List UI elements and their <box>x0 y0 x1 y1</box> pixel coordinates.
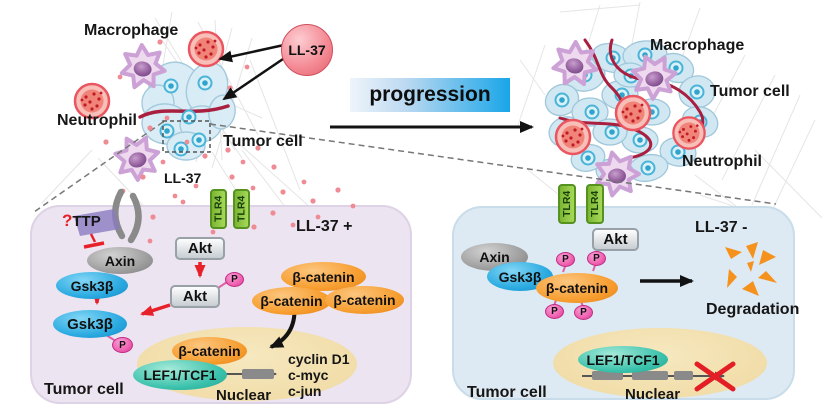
tumor-cluster-right <box>544 36 719 198</box>
neutrophil-label-left: Neutrophil <box>57 112 137 129</box>
axin-protein: Axin <box>87 247 153 274</box>
macrophage-label-left: Macrophage <box>84 22 179 39</box>
macrophage-cell <box>117 40 171 94</box>
ll37-ball-label: LL-37 <box>288 42 326 58</box>
degradation-label: Degradation <box>706 301 800 318</box>
phosphate-badge: P <box>574 305 593 320</box>
blood-vessel <box>138 104 230 119</box>
tlr4-label: TLR4 <box>235 195 248 223</box>
akt-protein: Akt <box>592 228 639 251</box>
tumor-cell-label-left: Tumor cell <box>223 133 303 150</box>
tumor-cell-panel-label-left: Tumor cell <box>44 381 124 398</box>
tlr4-receptor: TLR4 <box>558 184 576 224</box>
phosphate-badge: P <box>545 304 564 319</box>
tlr4-label: TLR4 <box>561 190 573 218</box>
macrophage-cell <box>110 129 166 186</box>
progression-banner: progression <box>350 78 510 112</box>
akt-protein-phospho: Akt <box>170 285 220 308</box>
zoom-dashed-box <box>162 120 211 153</box>
macrophage-cell <box>548 36 604 93</box>
gsk3b-protein: Gsk3β <box>487 262 553 291</box>
question-mark: ? <box>62 211 73 230</box>
nuclear-label-left: Nuclear <box>216 387 272 404</box>
neutrophil-cell <box>554 118 592 156</box>
ll37-secreted-label: LL-37 <box>164 170 202 186</box>
ll37-target-arrows <box>218 43 287 101</box>
akt-protein: Akt <box>175 237 225 260</box>
lef-tcf-protein: LEF1/TCF1 <box>133 360 227 390</box>
lef-tcf-protein: LEF1/TCF1 <box>578 346 668 373</box>
left-panel-title: LL-37 + <box>296 218 353 235</box>
tumor-cell-panel-label-right: Tumor cell <box>467 384 547 401</box>
blood-vessels <box>558 38 705 160</box>
beta-catenin-protein: β-catenin <box>536 273 618 303</box>
gene-cyclin-d1: cyclin D1 <box>288 351 350 367</box>
phosphate-badge: P <box>587 251 606 266</box>
phosphate-badge: P <box>225 272 244 287</box>
tlr4-receptor: TLR4 <box>586 184 604 224</box>
zoom-dashed-line-left <box>33 121 164 213</box>
gsk3b-protein: Gsk3β <box>56 272 128 299</box>
phosphate-badge: P <box>112 337 133 353</box>
progression-label: progression <box>369 83 491 106</box>
tlr4-receptor: TLR4 <box>233 189 250 229</box>
gene-c-myc: c-myc <box>288 367 329 383</box>
tlr4-label: TLR4 <box>589 190 601 218</box>
phosphate-badge: P <box>556 252 575 267</box>
ttp-label: ?TTP <box>62 211 101 230</box>
right-panel-title: LL-37 - <box>695 219 748 236</box>
tumor-cell-label-right: Tumor cell <box>710 83 790 100</box>
neutrophil-cell <box>614 94 652 132</box>
ll37-ball: LL-37 <box>281 24 333 76</box>
neutrophil-cell <box>672 116 706 150</box>
nuclear-label-right: Nuclear <box>625 386 681 403</box>
macrophage-label-right: Macrophage <box>650 37 745 54</box>
gsk3b-protein-phospho: Gsk3β <box>53 310 127 338</box>
beta-catenin-protein: β-catenin <box>325 286 404 314</box>
gene-c-jun: c-jun <box>288 383 322 399</box>
macrophage-cell <box>628 50 682 104</box>
tlr4-label: TLR4 <box>212 195 225 223</box>
tlr4-receptor: TLR4 <box>210 189 227 229</box>
beta-catenin-protein: β-catenin <box>252 287 331 315</box>
neutrophil-cell <box>187 30 225 68</box>
neutrophil-label-right: Neutrophil <box>682 153 762 170</box>
